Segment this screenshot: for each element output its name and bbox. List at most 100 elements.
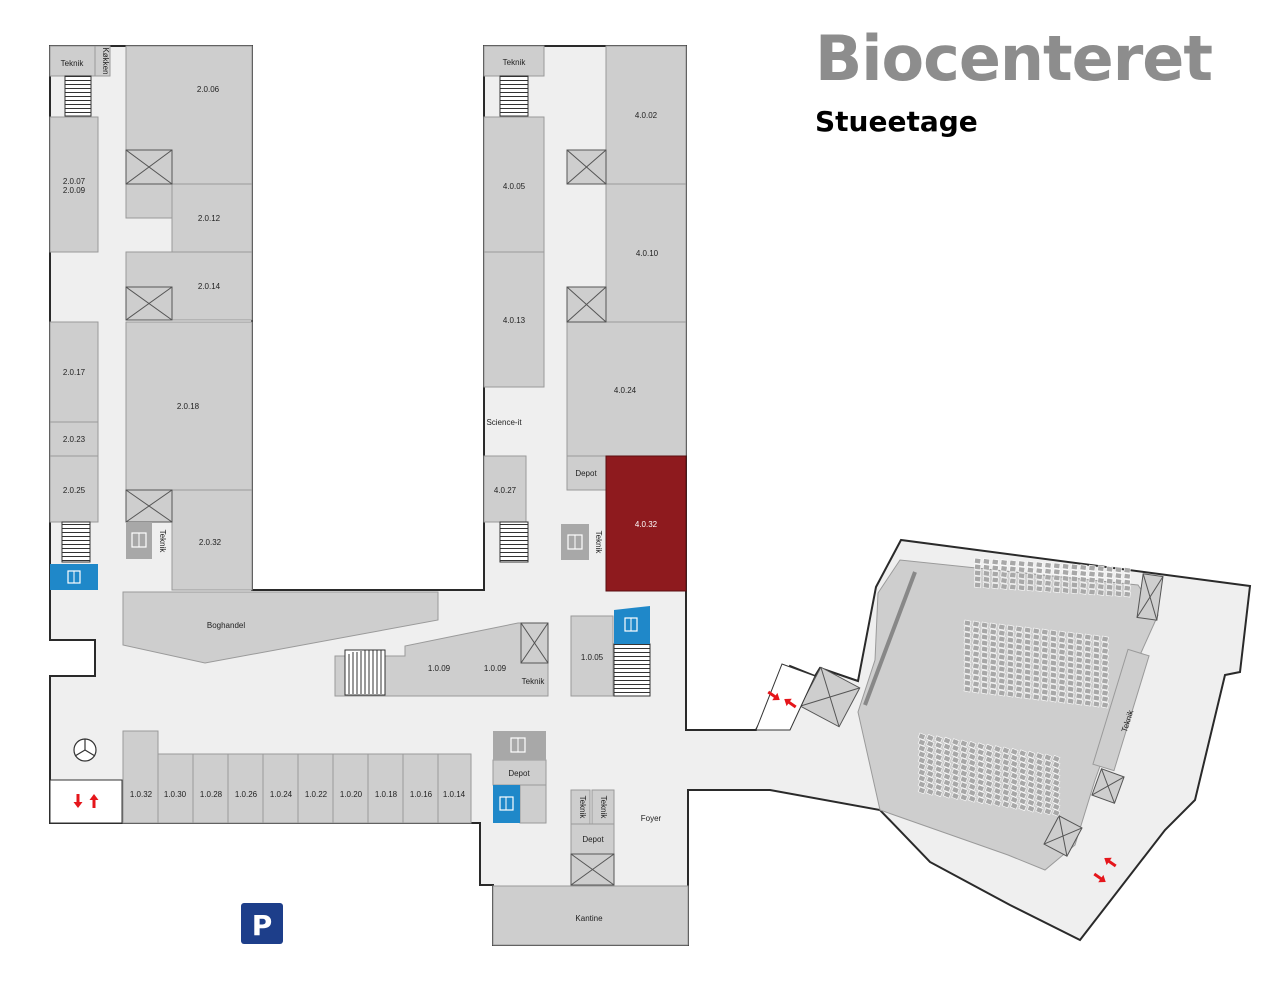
- auditorium-seat: [1123, 579, 1131, 586]
- auditorium-seat: [972, 656, 980, 664]
- room-1-0-05[interactable]: [570, 615, 614, 697]
- room-2-0-07-09[interactable]: [49, 116, 99, 253]
- parking-sign[interactable]: P: [241, 903, 283, 944]
- room-teknik[interactable]: [49, 45, 96, 77]
- auditorium-seat: [917, 786, 926, 795]
- room-depot[interactable]: [566, 455, 607, 491]
- label-teknik: Teknik: [594, 531, 603, 555]
- room-4-0-27[interactable]: [483, 455, 527, 523]
- auditorium-seat: [963, 625, 972, 633]
- label-4-0-32: 4.0.32: [635, 520, 658, 529]
- auditorium-seat: [989, 688, 998, 696]
- auditorium-seat: [1009, 571, 1017, 579]
- room-4-0-05[interactable]: [483, 116, 545, 253]
- auditorium-seat: [1066, 637, 1075, 645]
- auditorium-seat: [1023, 692, 1032, 700]
- stairs-icon: [64, 75, 92, 117]
- auditorium-seat: [1043, 783, 1052, 792]
- room-4-0-02[interactable]: [605, 45, 687, 185]
- label-2-0-23: 2.0.23: [63, 435, 86, 444]
- auditorium-seat: [1049, 635, 1058, 643]
- room-4-0-13[interactable]: [483, 251, 545, 388]
- auditorium-seat: [959, 793, 968, 802]
- auditorium-seat: [963, 643, 972, 651]
- entrance-ramp: [755, 663, 816, 731]
- auditorium-seat: [1066, 655, 1075, 663]
- auditorium-seat: [1092, 640, 1101, 648]
- auditorium-seat: [1084, 645, 1092, 653]
- auditorium-seat: [1053, 580, 1061, 588]
- auditorium-seat: [1084, 651, 1092, 659]
- label-kokken: Køkken: [101, 47, 110, 74]
- auditorium-seat: [1015, 661, 1023, 669]
- auditorium-seat: [998, 671, 1006, 679]
- auditorium-seat: [1009, 583, 1017, 591]
- room-boghandel[interactable]: [122, 591, 439, 664]
- auditorium-seat: [1018, 773, 1027, 782]
- room-1-0-14[interactable]: [437, 753, 472, 824]
- room-2-0-32[interactable]: [171, 489, 253, 591]
- auditorium-seat: [1032, 639, 1041, 647]
- auditorium-seat: [1079, 564, 1087, 571]
- auditorium-seat: [1052, 791, 1061, 799]
- auditorium-seat: [984, 767, 994, 776]
- stairs-icon: [613, 643, 651, 697]
- shaft-x-icon: [125, 286, 173, 321]
- auditorium-seat: [1092, 652, 1101, 660]
- room-2-0-12[interactable]: [171, 183, 253, 253]
- auditorium-seat: [963, 619, 972, 627]
- room-4-0-24[interactable]: [566, 321, 687, 457]
- room-kokken[interactable]: [94, 45, 111, 77]
- auditorium-seat: [989, 634, 998, 642]
- room-1-0-20[interactable]: [332, 753, 369, 824]
- auditorium-seat: [1053, 568, 1061, 576]
- room-1-0-18[interactable]: [367, 753, 404, 824]
- auditorium-seat: [1058, 636, 1066, 644]
- auditorium-seat: [1032, 663, 1041, 671]
- auditorium-seat: [993, 763, 1002, 771]
- room-2-0-18[interactable]: [125, 321, 253, 491]
- auditorium-seat: [1018, 767, 1027, 776]
- auditorium-seat: [972, 650, 980, 658]
- room-2-0-25[interactable]: [49, 455, 99, 523]
- auditorium-seat: [998, 647, 1006, 655]
- auditorium-seat: [917, 738, 926, 747]
- room-kantine[interactable]: [492, 885, 689, 946]
- room-1-0-32[interactable]: [122, 730, 159, 824]
- room-1-0-30[interactable]: [157, 753, 194, 824]
- auditorium-seat: [1015, 691, 1023, 699]
- room-1-0-28[interactable]: [192, 753, 229, 824]
- auditorium-seat: [1035, 573, 1043, 580]
- room-1-0-16[interactable]: [402, 753, 439, 824]
- auditorium-seat: [1101, 671, 1109, 679]
- room-1-0-26[interactable]: [227, 753, 264, 824]
- label-2-0-09: 2.0.09: [63, 186, 86, 195]
- room-4-0-32-highlighted[interactable]: [605, 455, 687, 592]
- auditorium-seat: [1084, 663, 1092, 671]
- room-1-0-22[interactable]: [297, 753, 334, 824]
- auditorium-seat: [1123, 573, 1131, 580]
- auditorium-seat: [1035, 806, 1044, 814]
- label-2-0-07: 2.0.07: [63, 177, 86, 186]
- auditorium-seat: [1017, 572, 1026, 579]
- room-2-0-17[interactable]: [49, 321, 99, 423]
- auditorium-seat: [1035, 776, 1044, 784]
- auditorium-seat: [1001, 788, 1010, 797]
- room-teknik-east[interactable]: [483, 45, 545, 77]
- auditorium-seat: [968, 771, 977, 779]
- room-1-0-24[interactable]: [262, 753, 299, 824]
- auditorium-seat: [1041, 682, 1049, 690]
- rooms-layer: [49, 45, 1159, 946]
- auditorium-seat: [1092, 682, 1101, 690]
- auditorium-seat: [989, 646, 998, 654]
- auditorium-seat: [991, 564, 999, 572]
- room-4-0-10[interactable]: [605, 183, 687, 323]
- room-teknik-aud[interactable]: [1092, 648, 1150, 772]
- auditorium-seat: [1049, 653, 1058, 661]
- room-2-0-23[interactable]: [49, 421, 99, 457]
- auditorium-seat: [972, 662, 980, 670]
- auditorium-seat: [934, 741, 943, 750]
- auditorium-seat: [1010, 802, 1019, 810]
- auditorium-seat: [980, 687, 989, 695]
- auditorium-seat: [963, 685, 972, 693]
